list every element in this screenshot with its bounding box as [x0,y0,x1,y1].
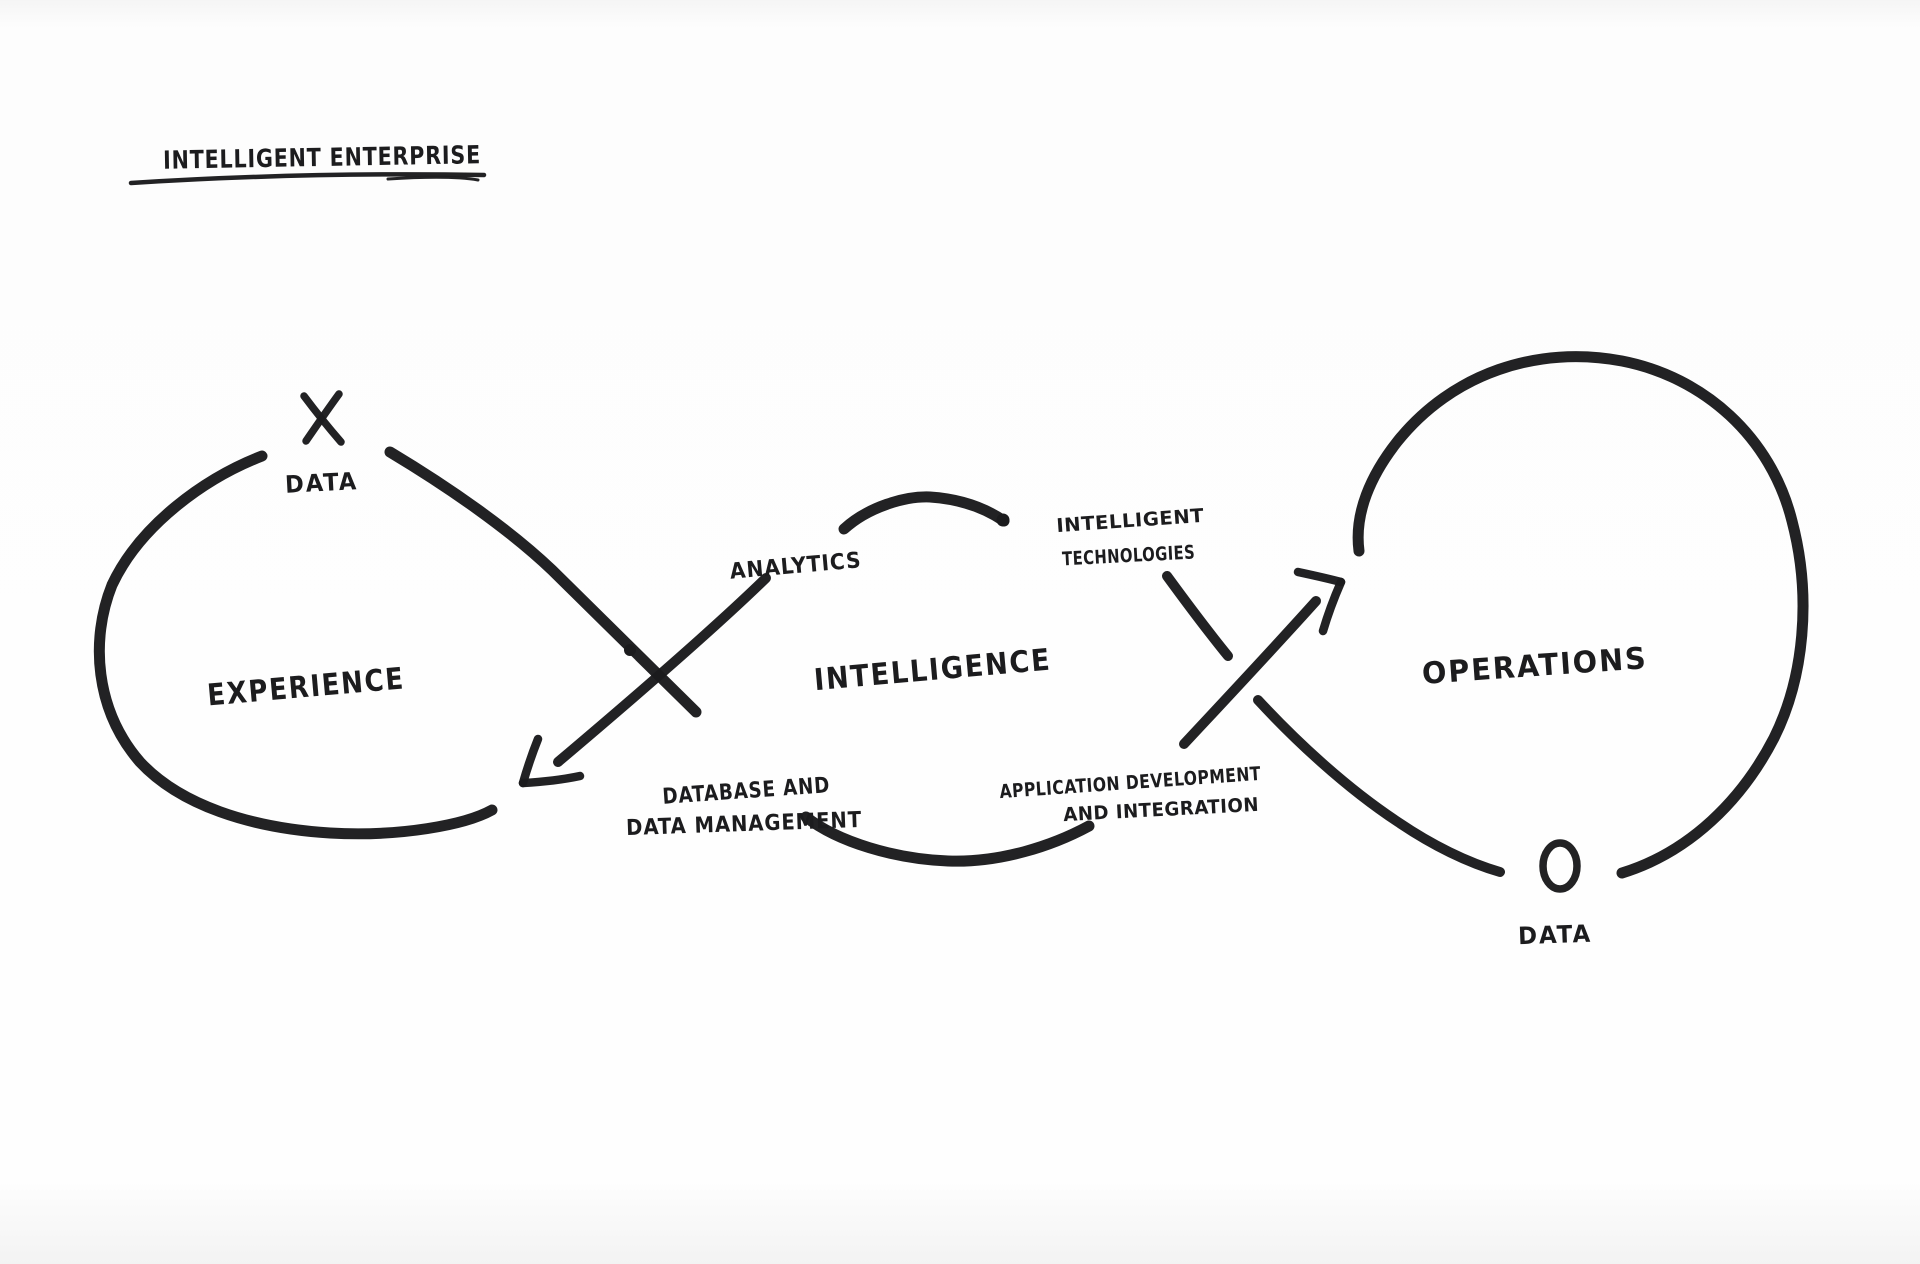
pen-blob [624,644,636,656]
arrow-into-operations-shaft [1179,596,1321,749]
operations-loop-label: OPERATIONS [1421,641,1649,692]
technologies-crossing-stroke-upper [1162,571,1233,661]
analytics-annotation: ANALYTICS [729,548,863,584]
pen-blob [996,513,1010,527]
title-underline [128,172,487,186]
x-mark-icon [300,390,345,446]
intelligence-loop-label: INTELLIGENCE [813,643,1053,699]
experience-crossing-stroke [384,446,702,718]
experience-data-caption: DATA [284,467,358,499]
title-underline-overstroke [386,175,480,182]
o-mark-icon [1539,839,1581,893]
arrow-into-operations-icon [1179,567,1346,749]
operations-loop: DATA OPERATIONS [1352,351,1809,951]
arrow-into-experience-barb-1 [518,734,543,788]
arrow-into-experience-barb-2 [518,771,585,788]
arrow-into-experience-shaft [553,573,771,767]
intelligent-technologies-annotation-line1: INTELLIGENT [1056,505,1205,537]
database-annotation-line1: DATABASE AND [662,773,831,810]
arrow-into-operations-barb-1 [1293,567,1346,587]
experience-loop-arc [93,450,498,840]
intelligent-technologies-annotation-line2: TECHNOLOGIES [1062,542,1196,571]
intelligence-top-arc [838,491,1010,535]
operations-data-caption: DATA [1518,920,1593,951]
technologies-crossing-stroke-lower [1253,695,1505,877]
application-annotation-line2: AND INTEGRATION [1063,794,1260,826]
intelligence-loop: INTELLIGENCE ANALYTICS INTELLIGENT TECHN… [626,491,1505,877]
page-title: INTELLIGENT ENTERPRISE [163,140,481,175]
title-group: INTELLIGENT ENTERPRISE [128,140,487,186]
intelligence-bottom-arc [800,811,1095,867]
experience-loop-label: EXPERIENCE [206,661,406,713]
arrow-into-operations-barb-2 [1318,577,1346,636]
operations-loop-arc [1352,351,1809,879]
experience-loop: DATA EXPERIENCE [93,390,702,840]
arrow-into-experience-icon [518,573,771,788]
